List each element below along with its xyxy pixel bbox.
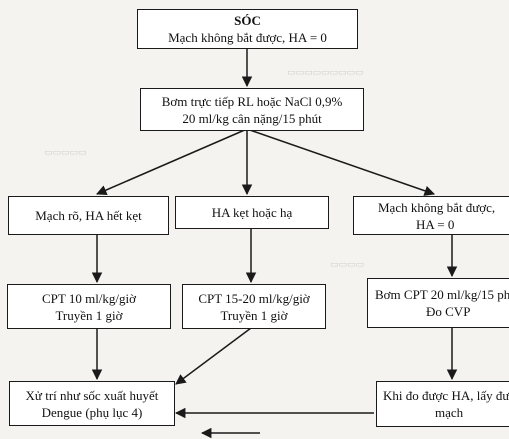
bleed-through-text: ▭▭▭▭▭▭▭▭▭ (287, 68, 364, 78)
pulse-clear-node: Mạch rõ, HA hết kẹt (8, 196, 169, 235)
cpt10-node: CPT 10 ml/kg/giờ Truyền 1 giờ (7, 284, 171, 329)
bp-narrow-node: HA kẹt hoặc hạ (175, 196, 329, 229)
pulse-clear-label: Mạch rõ, HA hết kẹt (35, 208, 142, 223)
cpt15-node: CPT 15-20 ml/kg/giờ Truyền 1 giờ (182, 284, 326, 329)
measured-line-1: Khi đo được HA, lấy được (383, 388, 509, 403)
cpt20-line-1: Bơm CPT 20 ml/kg/15 ph (375, 287, 509, 302)
cpt20-line-2: Đo CVP (426, 304, 471, 319)
pulse-absent-node: Mạch không bắt được, HA = 0 (353, 196, 509, 235)
cpt15-line-2: Truyền 1 giờ (220, 307, 288, 323)
shock-node: SÓC Mạch không bắt được, HA = 0 (137, 9, 358, 49)
bolus-line-1: Bơm trực tiếp RL hoặc NaCl 0,9% (161, 93, 343, 109)
bleed-through-text: ▭▭▭▭▭ (44, 148, 87, 158)
cpt10-line-2: Truyền 1 giờ (55, 307, 123, 323)
pulse-absent-line-2: HA = 0 (416, 216, 455, 232)
measured-line-2: mạch (435, 405, 464, 420)
cpt15-line-1: CPT 15-20 ml/kg/giờ (198, 290, 310, 306)
arrow-cpt15-to-manage (175, 327, 252, 385)
bleed-through-text: ▭▭▭▭ (330, 260, 365, 270)
cpt10-line-1: CPT 10 ml/kg/giờ (41, 290, 137, 306)
shock-title: SÓC (234, 13, 261, 28)
arrow-bolus-to-pulse-clear (96, 128, 248, 196)
bolus-line-2: 20 ml/kg cân nặng/15 phút (182, 110, 322, 126)
manage-line-1: Xử trí như sốc xuất huyết (25, 387, 159, 403)
bp-narrow-label: HA kẹt hoặc hạ (211, 205, 293, 220)
pulse-absent-line-1: Mạch không bắt được, (378, 199, 496, 215)
shock-description: Mạch không bắt được, HA = 0 (168, 30, 327, 45)
arrow-bolus-to-pulse-absent (246, 128, 435, 196)
cpt20-node: Bơm CPT 20 ml/kg/15 ph Đo CVP (367, 278, 509, 328)
manage-line-2: Dengue (phụ lục 4) (41, 404, 143, 420)
manage-node: Xử trí như sốc xuất huyết Dengue (phụ lụ… (9, 381, 175, 426)
bolus-node: Bơm trực tiếp RL hoặc NaCl 0,9% 20 ml/kg… (140, 88, 364, 131)
measured-node: Khi đo được HA, lấy được mạch (376, 381, 509, 427)
